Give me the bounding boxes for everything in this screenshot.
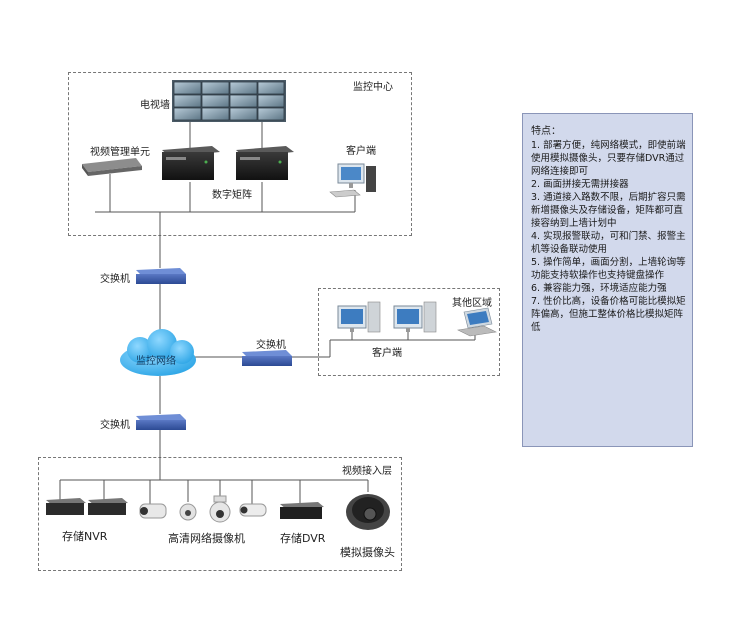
label-video-access: 视频接入层 bbox=[342, 466, 392, 477]
label-cloud: 监控网络 bbox=[136, 356, 176, 367]
client-pc-2-icon bbox=[393, 301, 437, 333]
label-digital-matrix: 数字矩阵 bbox=[212, 190, 252, 201]
feature-item-4: 4. 实现报警联动，可和门禁、报警主机等设备联动使用 bbox=[531, 231, 686, 255]
label-analog-camera: 模拟摄像头 bbox=[340, 546, 395, 559]
feature-item-7: 7. 性价比高，设备价格可能比模拟矩阵偏高，但施工整体价格比模拟矩阵低 bbox=[531, 296, 686, 333]
label-video-wall: 电视墙 bbox=[140, 100, 170, 111]
video-mgmt-unit-icon bbox=[82, 158, 142, 176]
label-dvr: 存储DVR bbox=[280, 532, 326, 545]
client-pc-top-icon bbox=[329, 163, 376, 198]
label-client-mid: 客户端 bbox=[372, 348, 402, 359]
feature-item-5: 5. 操作简单，画面分割，上墙轮询等功能支持软操作也支持键盘操作 bbox=[531, 257, 686, 281]
switch-1-icon bbox=[136, 268, 186, 284]
zone-monitor-center bbox=[68, 72, 412, 236]
bullet-camera-1-icon bbox=[139, 503, 167, 519]
dome-camera-1-icon bbox=[179, 503, 197, 521]
digital-matrix-server-1-icon bbox=[162, 146, 220, 180]
label-other-area: 其他区域 bbox=[452, 298, 492, 309]
nvr-2-icon bbox=[88, 498, 128, 515]
label-nvr: 存储NVR bbox=[62, 530, 108, 543]
digital-matrix-server-2-icon bbox=[236, 146, 294, 180]
feature-item-2: 2. 画面拼接无需拼接器 bbox=[531, 179, 629, 190]
nvr-1-icon bbox=[46, 498, 86, 515]
feature-item-6: 6. 兼容能力强，环境适应能力强 bbox=[531, 283, 667, 294]
connection-lines bbox=[59, 120, 476, 504]
feature-item-3: 3. 通道接入路数不限，后期扩容只需新增摄像头及存储设备，矩阵都可直接容纳到上墙… bbox=[531, 192, 686, 229]
ptz-camera-icon bbox=[209, 495, 231, 523]
label-switch-1: 交换机 bbox=[100, 274, 130, 285]
label-ip-camera: 高清网络摄像机 bbox=[168, 532, 245, 545]
label-switch-2: 交换机 bbox=[256, 340, 286, 351]
analog-dome-camera-icon bbox=[346, 494, 390, 530]
label-client-top: 客户端 bbox=[346, 146, 376, 157]
label-switch-3: 交换机 bbox=[100, 420, 130, 431]
zone-video-access bbox=[38, 457, 402, 571]
label-monitor-center: 监控中心 bbox=[353, 82, 393, 93]
label-video-mgmt: 视频管理单元 bbox=[90, 147, 150, 158]
monitor-network-cloud-icon bbox=[120, 329, 196, 376]
zone-other-area bbox=[318, 288, 500, 376]
video-wall-icon bbox=[172, 80, 286, 122]
laptop-icon bbox=[457, 307, 497, 337]
bullet-camera-2-icon bbox=[239, 503, 267, 517]
switch-3-icon bbox=[136, 414, 186, 430]
switch-2-icon bbox=[242, 350, 292, 366]
feature-item-1: 1. 部署方便，纯网络模式，即使前端使用模拟摄像头，只要存储DVR通过网络连接即… bbox=[531, 140, 686, 177]
client-pc-1-icon bbox=[337, 301, 381, 333]
dvr-icon bbox=[280, 502, 324, 519]
features-title: 特点： bbox=[531, 126, 561, 137]
features-panel: 特点： 1. 部署方便，纯网络模式，即使前端使用模拟摄像头，只要存储DVR通过网… bbox=[522, 113, 693, 447]
